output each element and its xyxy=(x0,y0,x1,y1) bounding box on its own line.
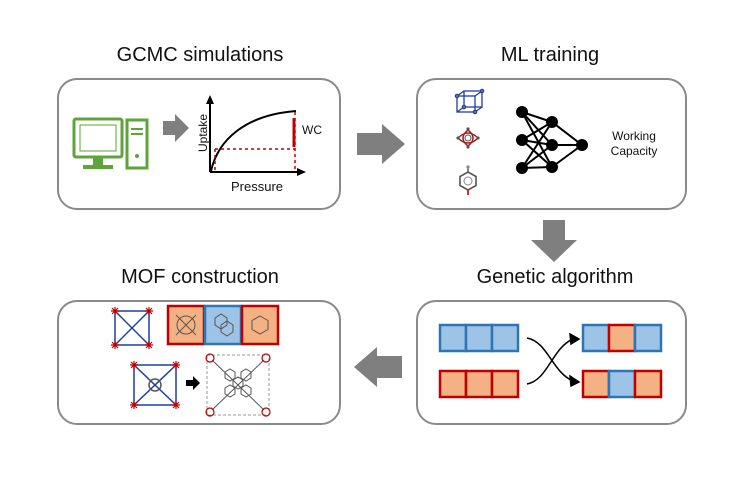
mof-small-arrow-icon xyxy=(186,376,200,390)
wc-label: WC xyxy=(302,123,322,137)
arrow-gcmc-to-ml-icon xyxy=(357,124,405,164)
capacity-label-line2: Capacity xyxy=(610,144,658,158)
arrow-ga-to-mof-icon xyxy=(354,347,402,387)
ga-child-1 xyxy=(581,323,663,353)
ga-parent-orange xyxy=(438,369,520,399)
arrow-ml-to-ga-icon xyxy=(531,220,577,262)
gcmc-title: GCMC simulations xyxy=(116,44,284,66)
mof-building-blocks xyxy=(166,304,280,346)
mof-topology-icon xyxy=(111,307,153,349)
neural-network-icon xyxy=(516,106,588,174)
molecule-ring-icon xyxy=(456,127,480,149)
arrow-computer-to-plot-icon xyxy=(163,114,189,142)
pressure-axis-label: Pressure xyxy=(230,179,284,194)
working-capacity-label: Working Capacity xyxy=(594,129,674,159)
ga-parent-blue xyxy=(438,323,520,353)
mof-assembled-icon xyxy=(205,353,271,417)
uptake-axis-label: Uptake xyxy=(196,113,210,153)
benzene-icon xyxy=(459,165,477,195)
ml-title: ML training xyxy=(500,44,600,66)
ga-panel xyxy=(416,300,687,425)
isotherm-plot xyxy=(206,95,306,176)
ga-crossover-arrows xyxy=(526,332,581,388)
ga-title: Genetic algorithm xyxy=(476,266,634,288)
molecule-cube-icon xyxy=(454,88,485,115)
ga-child-2 xyxy=(581,369,663,399)
computer-icon xyxy=(72,117,149,170)
mof-node-icon xyxy=(130,361,180,409)
mof-title: MOF construction xyxy=(121,266,279,288)
working-label-line1: Working xyxy=(612,129,656,143)
